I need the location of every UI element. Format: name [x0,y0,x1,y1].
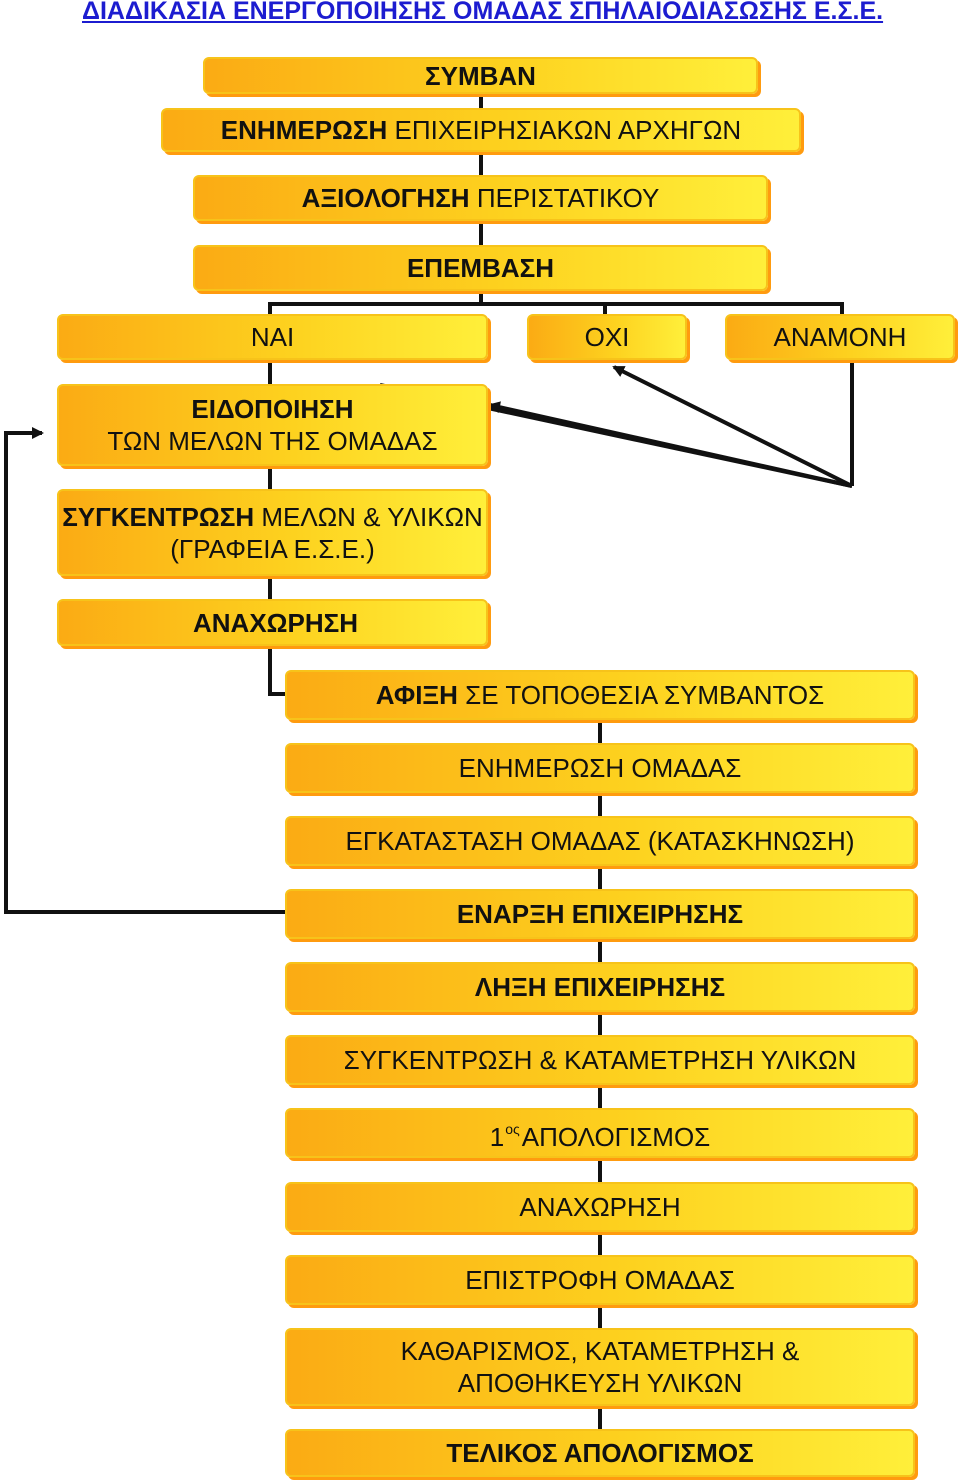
box-enarxi-label: ΕΝΑΡΞΗ ΕΠΙΧΕΙΡΗΣΗΣ [456,899,744,929]
box-sygkentrosi-melon-line2: (ΓΡΑΦΕΙΑ Ε.Σ.Ε.) [170,533,375,564]
box-enimerosi-archigon: ΕΝΗΜΕΡΩΣΗ ΕΠΙΧΕΙΡΗΣΙΑΚΩΝ ΑΡΧΗΓΩΝ [161,108,801,152]
box-sygkentrosi-melon-rest: ΜΕΛΩΝ & ΥΛΙΚΩΝ [254,501,483,532]
box-telikos: ΤΕΛΙΚΟΣ ΑΠΟΛΟΓΙΣΜΟΣ [285,1429,915,1477]
box-telikos-label: ΤΕΛΙΚΟΣ ΑΠΟΛΟΓΙΣΜΟΣ [446,1438,754,1468]
box-egkatastasi-label: ΕΓΚΑΤΑΣΤΑΣΗ ΟΜΑΔΑΣ (ΚΑΤΑΣΚΗΝΩΣΗ) [345,826,855,856]
box-enimerosi-archigon-bold: ΕΝΗΜΕΡΩΣΗ [220,115,388,145]
box-sygkentrosi-katametrisi: ΣΥΓΚΕΝΤΡΩΣΗ & ΚΑΤΑΜΕΤΡΗΣΗ ΥΛΙΚΩΝ [285,1035,915,1085]
box-lixi-label: ΛΗΞΗ ΕΠΙΧΕΙΡΗΣΗΣ [474,972,726,1002]
box-anamoni-label: ΑΝΑΜΟΝΗ [773,322,907,352]
box-apologismos-1-ordinal: ος [505,1121,520,1137]
connector-arrow-to-ochi [612,365,853,488]
box-enimerosi-archigon-rest: ΕΠΙΧΕΙΡΗΣΙΑΚΩΝ ΑΡΧΗΓΩΝ [387,115,742,145]
box-axiologisi: ΑΞΙΟΛΟΓΗΣΗ ΠΕΡΙΣΤΑΤΙΚΟΥ [193,175,768,221]
box-apologismos-1-number: 1 [489,1122,505,1152]
connector-loop-back [4,427,288,914]
box-nai: ΝΑΙ [57,314,488,360]
box-enimerosi-omadas-label: ΕΝΗΜΕΡΩΣΗ ΟΜΑΔΑΣ [458,753,742,783]
box-apologismos-1: 1οςΑΠΟΛΟΓΙΣΜΟΣ [285,1108,915,1158]
box-anachorisi-2-label: ΑΝΑΧΩΡΗΣΗ [519,1192,681,1222]
page-title: ΔΙΑΔΙΚΑΣΙΑ ΕΝΕΡΓΟΠΟΙΗΣΗΣ ΟΜΑΔΑΣ ΣΠΗΛΑΙΟΔ… [82,0,884,25]
connector-branch-bar [268,302,844,317]
box-symvan-label: ΣΥΜΒΑΝ [425,60,536,91]
box-nai-label: ΝΑΙ [250,322,295,352]
box-anachorisi-1: ΑΝΑΧΩΡΗΣΗ [57,599,488,646]
box-anachorisi-2: ΑΝΑΧΩΡΗΣΗ [285,1182,915,1232]
box-axiologisi-rest: ΠΕΡΙΣΤΑΤΙΚΟΥ [469,183,660,213]
box-eidopoiisi-line2: ΤΩΝ ΜΕΛΩΝ ΤΗΣ ΟΜΑΔΑΣ [107,426,438,456]
box-enarxi: ΕΝΑΡΞΗ ΕΠΙΧΕΙΡΗΣΗΣ [285,889,915,939]
box-epistrofi-label: ΕΠΙΣΤΡΟΦΗ ΟΜΑΔΑΣ [465,1265,735,1295]
box-axiologisi-bold: ΑΞΙΟΛΟΓΗΣΗ [301,183,470,213]
box-katharismos: ΚΑΘΑΡΙΣΜΟΣ, ΚΑΤΑΜΕΤΡΗΣΗ & ΑΠΟΘΗΚΕΥΣΗ ΥΛΙ… [285,1328,915,1406]
box-anachorisi-1-label: ΑΝΑΧΩΡΗΣΗ [193,607,359,638]
box-afixi-bold: ΑΦΙΞΗ [375,680,458,710]
box-lixi: ΛΗΞΗ ΕΠΙΧΕΙΡΗΣΗΣ [285,962,915,1012]
box-eidopoiisi: ΕΙΔΟΠΟΙΗΣΗ ΤΩΝ ΜΕΛΩΝ ΤΗΣ ΟΜΑΔΑΣ [57,384,488,466]
box-afixi-rest: ΣΕ ΤΟΠΟΘΕΣΙΑ ΣΥΜΒΑΝΤΟΣ [457,680,825,710]
connector-anachorisi-afixi [268,645,288,696]
box-anamoni: ΑΝΑΜΟΝΗ [725,314,955,360]
box-apologismos-1-label: ΑΠΟΛΟΓΙΣΜΟΣ [521,1122,711,1152]
box-katharismos-line1: ΚΑΘΑΡΙΣΜΟΣ, ΚΑΤΑΜΕΤΡΗΣΗ & [400,1336,800,1366]
box-epemvasi: ΕΠΕΜΒΑΣΗ [193,245,768,291]
box-symvan: ΣΥΜΒΑΝ [203,57,758,94]
box-katharismos-line2: ΑΠΟΘΗΚΕΥΣΗ ΥΛΙΚΩΝ [457,1368,743,1398]
box-epemvasi-label: ΕΠΕΜΒΑΣΗ [406,253,555,283]
box-ochi: ΟΧΙ [527,314,687,360]
box-sygkentrosi-melon: ΣΥΓΚΕΝΤΡΩΣΗ ΜΕΛΩΝ & ΥΛΙΚΩΝ (ΓΡΑΦΕΙΑ Ε.Σ.… [57,489,488,576]
box-afixi: ΑΦΙΞΗ ΣΕ ΤΟΠΟΘΕΣΙΑ ΣΥΜΒΑΝΤΟΣ [285,670,915,720]
box-eidopoiisi-line1: ΕΙΔΟΠΟΙΗΣΗ [191,394,354,424]
box-egkatastasi: ΕΓΚΑΤΑΣΤΑΣΗ ΟΜΑΔΑΣ (ΚΑΤΑΣΚΗΝΩΣΗ) [285,816,915,866]
box-sygkentrosi-katametrisi-label: ΣΥΓΚΕΝΤΡΩΣΗ & ΚΑΤΑΜΕΤΡΗΣΗ ΥΛΙΚΩΝ [343,1045,857,1075]
box-epistrofi: ΕΠΙΣΤΡΟΦΗ ΟΜΑΔΑΣ [285,1255,915,1305]
box-sygkentrosi-melon-bold: ΣΥΓΚΕΝΤΡΩΣΗ [62,501,255,532]
box-enimerosi-omadas: ΕΝΗΜΕΡΩΣΗ ΟΜΑΔΑΣ [285,743,915,793]
box-ochi-label: ΟΧΙ [584,322,630,352]
